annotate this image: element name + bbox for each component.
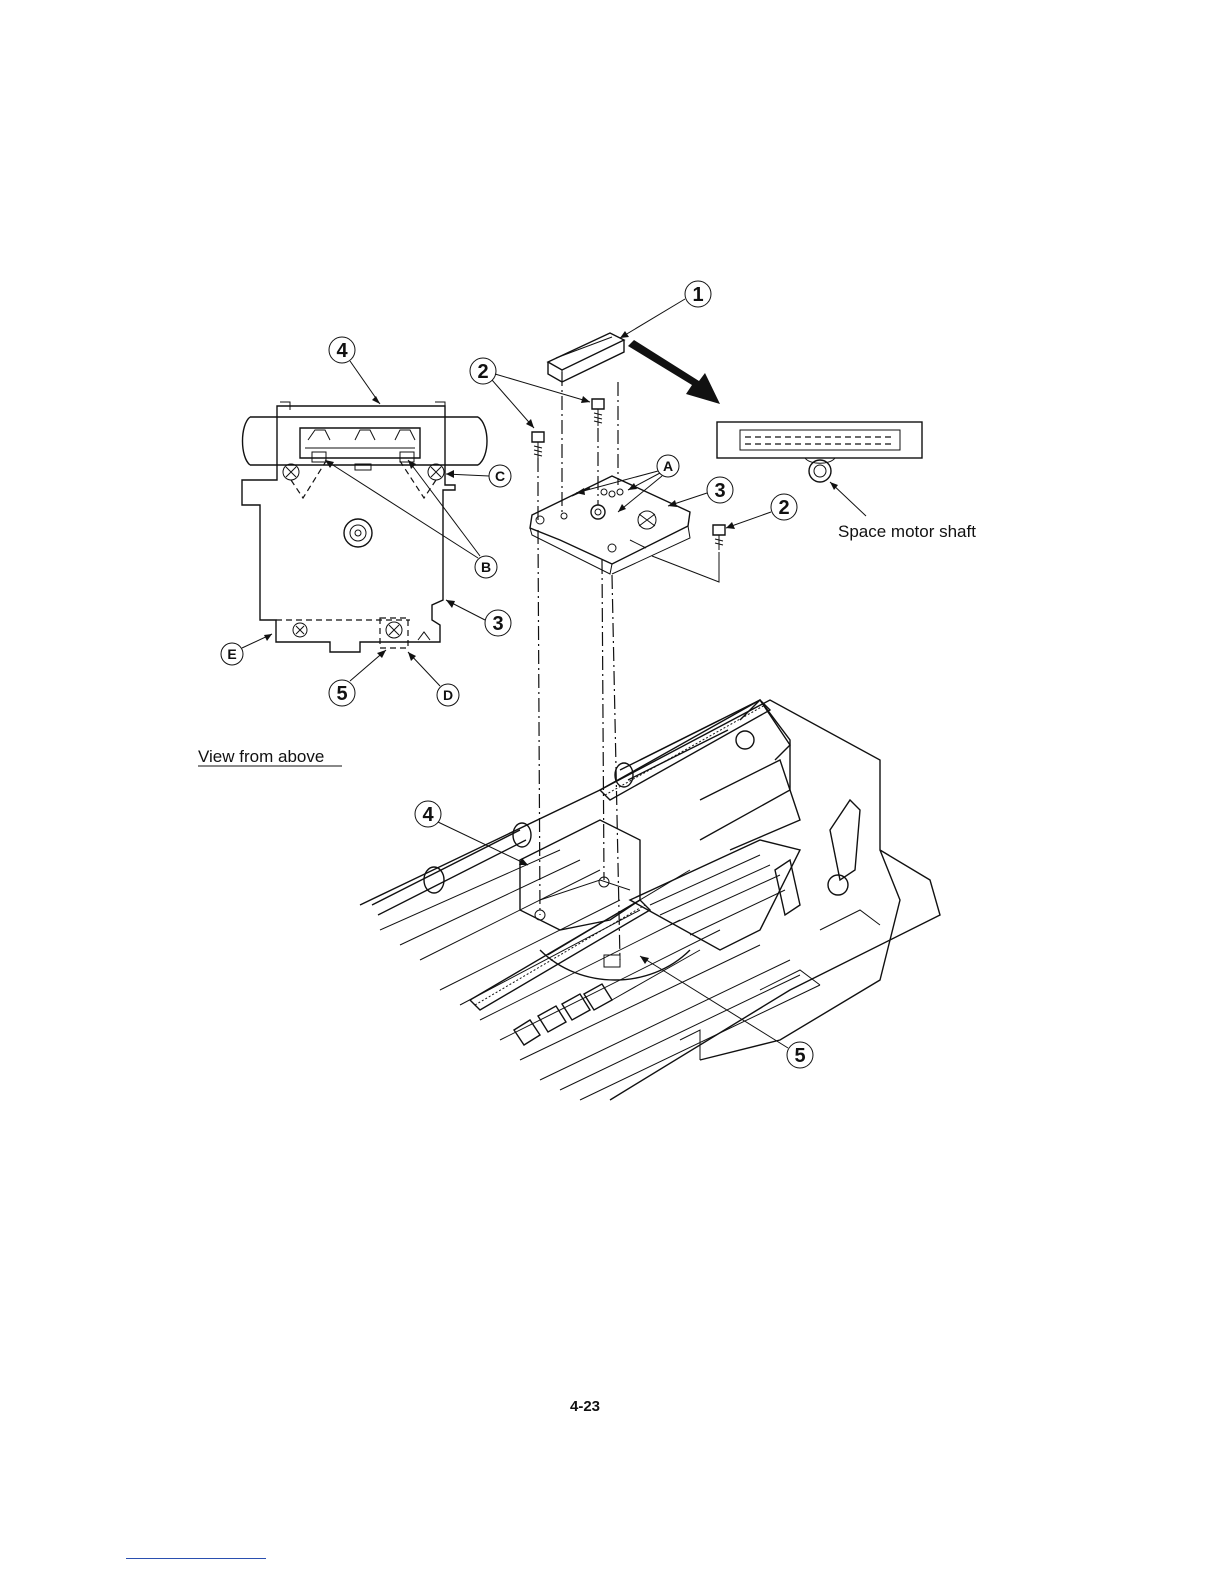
- callout-5-inset: 5: [329, 650, 386, 706]
- svg-text:4: 4: [336, 340, 348, 362]
- screw-left: [532, 432, 544, 458]
- svg-text:D: D: [443, 687, 453, 703]
- enlarged-connector: [717, 422, 922, 516]
- svg-text:E: E: [227, 646, 236, 662]
- callout-2-right: 2: [726, 494, 797, 529]
- svg-text:4: 4: [422, 804, 434, 826]
- svg-text:5: 5: [336, 683, 347, 705]
- svg-text:3: 3: [492, 613, 503, 635]
- screw-center: [592, 399, 604, 426]
- callout-D: D: [408, 652, 459, 706]
- screw-right: [713, 525, 725, 550]
- connector-part: [548, 333, 624, 382]
- svg-text:C: C: [495, 468, 505, 484]
- callout-C: C: [446, 465, 511, 487]
- callout-E: E: [221, 634, 272, 665]
- view-from-above-caption: View from above: [198, 747, 324, 766]
- callout-4-top: 4: [329, 337, 380, 404]
- page-number: 4-23: [570, 1398, 600, 1415]
- svg-text:B: B: [481, 559, 491, 575]
- callout-3-inset: 3: [446, 600, 511, 636]
- printer-mechanism: [360, 700, 940, 1100]
- callout-5-mechanism: 5: [640, 956, 813, 1068]
- callout-2-top: 2: [470, 358, 590, 428]
- callout-3-top: 3: [668, 477, 733, 507]
- enlarge-arrow: [628, 340, 720, 404]
- space-motor-shaft-caption: Space motor shaft: [838, 522, 976, 541]
- svg-text:2: 2: [477, 361, 488, 383]
- callout-1: 1: [620, 281, 711, 338]
- svg-text:2: 2: [778, 497, 789, 519]
- svg-text:5: 5: [794, 1045, 805, 1067]
- svg-text:1: 1: [692, 284, 703, 306]
- svg-text:3: 3: [714, 480, 725, 502]
- carriage-board: [530, 476, 690, 574]
- footer-rule: [126, 1558, 266, 1559]
- top-view-inset: [242, 402, 487, 652]
- svg-text:A: A: [663, 458, 673, 474]
